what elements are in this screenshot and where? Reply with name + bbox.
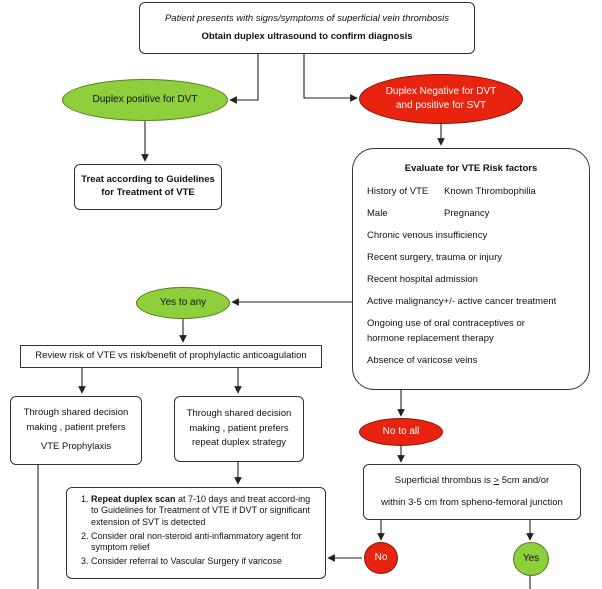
steps-box: Repeat duplex scan at 7-10 days and trea… bbox=[66, 487, 326, 579]
prophylaxis-line2: making , patient prefers bbox=[26, 421, 126, 433]
duplex-negative-line2: and positive for SVT bbox=[395, 100, 487, 111]
yes-to-any-node: Yes to any bbox=[136, 287, 230, 319]
evaluate-title: Evaluate for VTE Risk factors bbox=[404, 163, 538, 174]
treat-line2: for Treatment of VTE bbox=[101, 187, 195, 198]
step-1: Repeat duplex scan at 7-10 days and trea… bbox=[91, 494, 317, 528]
risk-venous-insufficiency: Chronic venous insufficiency bbox=[367, 230, 488, 241]
repeat-line3: repeat duplex strategy bbox=[191, 437, 286, 449]
duplex-positive-node: Duplex positive for DVT bbox=[62, 79, 228, 121]
yes-label: Yes bbox=[522, 553, 540, 564]
duplex-positive-label: Duplex positive for DVT bbox=[92, 94, 198, 105]
risk-contraceptives: Ongoing use of oral contraceptives or bbox=[367, 318, 525, 329]
no-node: No bbox=[364, 542, 398, 574]
treat-line1: Treat according to Guidelines bbox=[81, 174, 215, 186]
risk-malignancy: Active malignancy+/- active cancer treat… bbox=[367, 296, 557, 307]
risk-pregnancy: Pregnancy bbox=[444, 208, 490, 219]
thrombus-prefix: Superficial thrombus is bbox=[394, 474, 494, 486]
evaluate-box: Evaluate for VTE Risk factors History of… bbox=[352, 148, 590, 390]
thrombus-box: Superficial thrombus is > 5cm and/or wit… bbox=[363, 464, 581, 520]
risk-surgery: Recent surgery, trauma or injury bbox=[367, 252, 502, 263]
step-1-bold: Repeat duplex scan bbox=[91, 494, 176, 504]
risk-hormone: hormone replacement therapy bbox=[367, 333, 494, 344]
step-3: Consider referral to Vascular Surgery if… bbox=[91, 556, 317, 567]
risk-hospital: Recent hospital admission bbox=[367, 274, 478, 285]
arrow-start-to-negative bbox=[303, 54, 358, 102]
treat-box: Treat according to Guidelines for Treatm… bbox=[74, 164, 222, 210]
prophylaxis-box: Through shared decision making , patient… bbox=[10, 396, 142, 465]
no-to-all-node: No to all bbox=[359, 418, 443, 446]
no-to-all-label: No to all bbox=[382, 426, 420, 437]
review-label: Review risk of VTE vs risk/benefit of pr… bbox=[35, 350, 307, 362]
start-box: Patient presents with signs/symptoms of … bbox=[139, 2, 475, 54]
yes-node: Yes bbox=[513, 542, 549, 576]
arrow-start-to-positive bbox=[229, 54, 259, 104]
risk-thrombophilia: Known Thrombophilia bbox=[444, 186, 536, 197]
thrombus-line2: within 3-5 cm from spheno-femoral juncti… bbox=[381, 496, 563, 508]
thrombus-suffix: 5cm and/or bbox=[499, 474, 550, 486]
yes-to-any-label: Yes to any bbox=[159, 297, 207, 308]
start-line1: Patient presents with signs/symptoms of … bbox=[164, 12, 450, 24]
start-line2: Obtain duplex ultrasound to confirm diag… bbox=[201, 30, 413, 42]
repeat-duplex-box: Through shared decision making , patient… bbox=[174, 396, 304, 462]
repeat-line1: Through shared decision bbox=[186, 407, 292, 419]
risk-history-vte: History of VTE bbox=[367, 186, 429, 197]
prophylaxis-line1: Through shared decision bbox=[23, 406, 129, 418]
duplex-negative-line1: Duplex Negative for DVT bbox=[385, 86, 497, 97]
step-2: Consider oral non-steroid anti-inflammat… bbox=[91, 531, 317, 554]
thrombus-symbol: > bbox=[493, 474, 500, 486]
risk-male: Male bbox=[367, 208, 388, 219]
review-box: Review risk of VTE vs risk/benefit of pr… bbox=[20, 345, 322, 368]
steps-list: Repeat duplex scan at 7-10 days and trea… bbox=[73, 494, 317, 568]
risk-no-varicose: Absence of varicose veins bbox=[367, 355, 478, 366]
duplex-negative-node: Duplex Negative for DVT and positive for… bbox=[359, 74, 523, 124]
thrombus-line1: Superficial thrombus is > 5cm and/or bbox=[395, 475, 549, 488]
step-1-rest: at 7-10 days and treat accord-ing to Gui… bbox=[91, 494, 311, 527]
no-label: No bbox=[374, 552, 388, 563]
repeat-line2: making , patient prefers bbox=[189, 422, 289, 434]
prophylaxis-line3: VTE Prophylaxis bbox=[40, 441, 112, 453]
